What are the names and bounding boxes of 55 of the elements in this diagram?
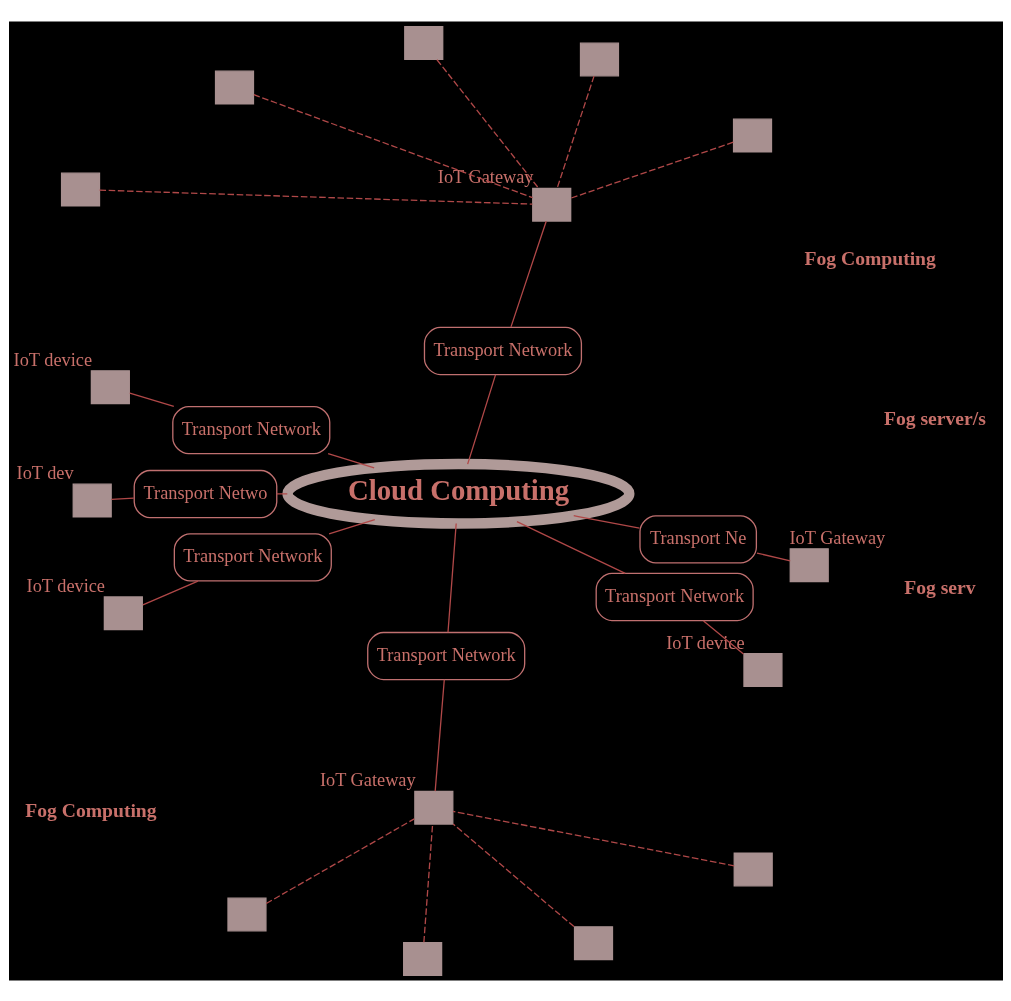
connector [755, 551, 791, 561]
connector [110, 497, 134, 500]
label: Fog Computing [804, 247, 936, 269]
connector [252, 93, 533, 198]
node-box [579, 42, 619, 76]
node-box [72, 483, 112, 518]
connector [141, 579, 199, 606]
connector [327, 518, 375, 534]
connector [452, 810, 735, 866]
node-box: Transport Network [173, 532, 332, 582]
node-box [214, 70, 254, 105]
node-box: Transport Network [171, 405, 330, 454]
node-box [226, 897, 267, 931]
connector [275, 492, 288, 495]
node-ellipse: Cloud Computing [281, 458, 634, 529]
node-box [90, 369, 130, 404]
node-box [531, 187, 571, 222]
node-label: IoT Gateway [788, 527, 885, 548]
connector [570, 141, 734, 199]
connector [515, 520, 626, 574]
node-box: Transport Netwo [133, 469, 277, 518]
connector [98, 189, 533, 205]
node-box [789, 547, 829, 582]
node-label: IoT Gateway [319, 769, 416, 790]
node-label: IoT device [26, 575, 105, 596]
label: Fog serv [903, 576, 976, 598]
node-box: Transport Network [366, 631, 525, 680]
node-box: Transport Network [595, 572, 754, 621]
node-box [733, 851, 773, 886]
connector [509, 220, 547, 327]
connector [326, 452, 375, 468]
node-box: Transport Network [423, 326, 582, 375]
connector [446, 522, 457, 633]
connector [434, 678, 445, 792]
node-box [402, 941, 442, 976]
label: Fog server/s [883, 407, 986, 429]
node-label: IoT dev [16, 462, 74, 483]
connector [435, 58, 539, 189]
node-box [732, 118, 772, 153]
node-box [742, 652, 783, 687]
connector [572, 514, 640, 529]
node-label: IoT device [13, 349, 92, 370]
node-box [60, 172, 100, 207]
node-box [413, 790, 453, 825]
node-label: IoT Gateway [437, 166, 534, 187]
node-box [103, 595, 143, 630]
node-box: Transport Ne [638, 514, 757, 564]
node-box [573, 925, 613, 960]
connector [555, 75, 595, 189]
node-box [403, 25, 443, 60]
connector [451, 822, 575, 927]
connector [466, 373, 496, 465]
connector [128, 391, 174, 407]
label: Fog Computing [24, 799, 157, 821]
connector [265, 817, 415, 904]
